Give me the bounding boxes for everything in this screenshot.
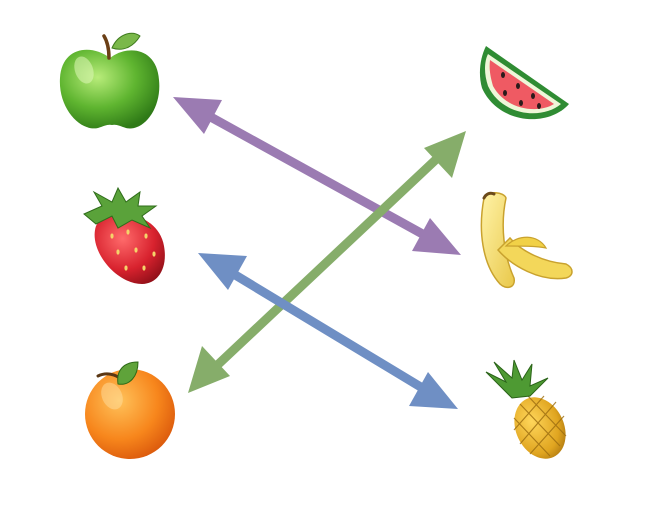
banana-icon[interactable] (480, 191, 573, 289)
orange-icon[interactable] (85, 361, 175, 459)
arrow-apple-banana (173, 97, 461, 255)
arrow-strawberry-pineapple (198, 253, 458, 409)
watermelon-icon[interactable] (479, 46, 569, 120)
arrow-orange-watermelon (188, 131, 466, 393)
green-apple-icon[interactable] (59, 32, 160, 129)
pineapple-icon[interactable] (485, 359, 575, 467)
strawberry-icon[interactable] (83, 186, 165, 284)
